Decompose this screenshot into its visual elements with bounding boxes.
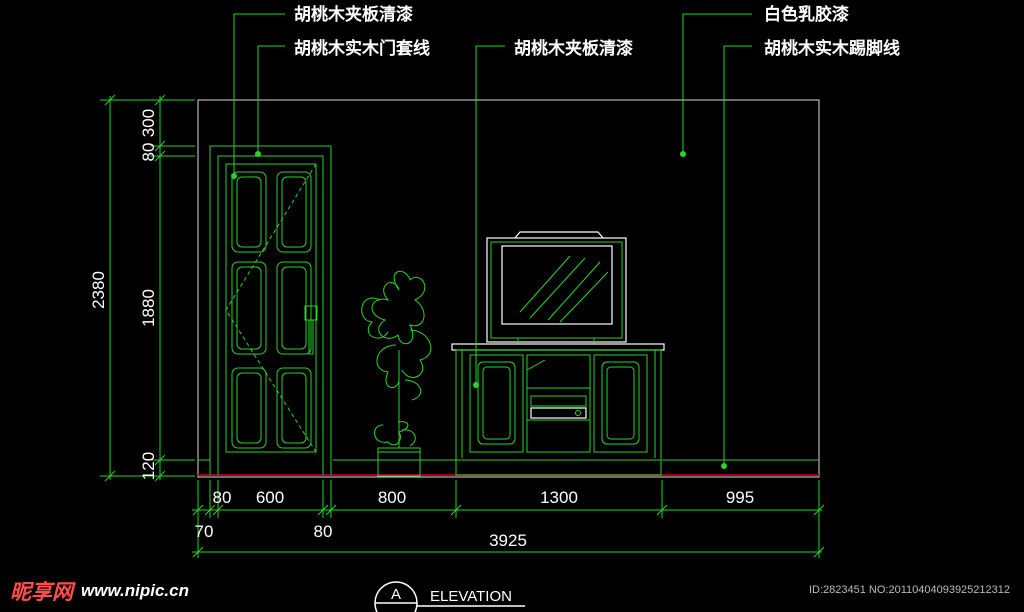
nipic-watermark: 昵享网 www.nipic.cn: [10, 576, 189, 606]
frame-left-dimension: 80: [213, 488, 232, 507]
wall-finish-label: 白色乳胶漆: [764, 4, 849, 25]
site-url: www.nipic.cn: [81, 581, 189, 600]
image-id-watermark: ID:2823451 NO:20110404093925212312: [808, 584, 1010, 596]
wall-outline: [197, 99, 820, 478]
door: [209, 145, 332, 475]
offset-right-dimension: 80: [314, 522, 333, 541]
vertical-dimension-lines: [100, 94, 195, 482]
leader-lines: [231, 13, 752, 469]
television: [486, 231, 627, 345]
door-height-dimension: 1880: [139, 289, 158, 327]
frame-segment-dimension: 80: [139, 143, 158, 162]
door-frame-material-label: 胡桃木实木门套线: [294, 38, 430, 59]
cabinet-material-label: 胡桃木夹板清漆: [514, 38, 633, 59]
plant-zone-dimension: 800: [378, 488, 406, 507]
site-logo-text: 昵享网: [10, 580, 73, 604]
skirting-segment-dimension: 120: [139, 452, 158, 480]
door-width-dimension: 600: [256, 488, 284, 507]
offset-left-dimension: 70: [195, 522, 214, 541]
cabinet-width-dimension: 1300: [540, 488, 578, 507]
view-name-label: ELEVATION: [430, 588, 512, 605]
title-block: [374, 581, 525, 612]
tv-cabinet: [451, 343, 665, 476]
door-panel-material-label: 胡桃木夹板清漆: [294, 4, 413, 25]
total-width-dimension: 3925: [489, 531, 527, 550]
top-segment-dimension: 300: [139, 109, 158, 137]
potted-plant: [361, 270, 432, 477]
total-height-dimension: 2380: [89, 271, 108, 309]
section-symbol-letter: A: [391, 586, 401, 603]
right-wall-dimension: 995: [726, 488, 754, 507]
horizontal-dimension-lines: [192, 480, 825, 558]
skirting-material-label: 胡桃木实木踢脚线: [764, 38, 900, 59]
